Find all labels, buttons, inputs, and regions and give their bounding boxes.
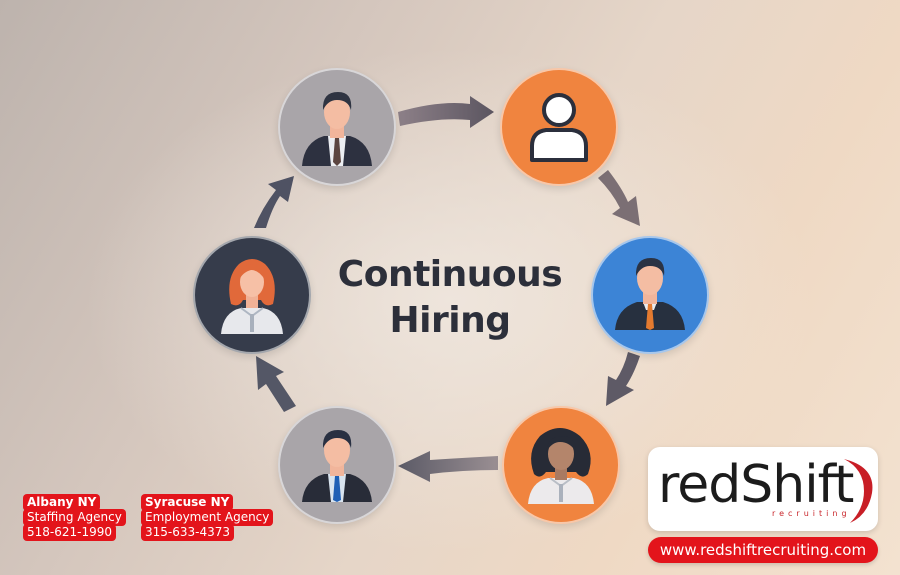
node-right [591, 236, 709, 354]
contact-syracuse: Syracuse NY Employment Agency 315-633-43… [142, 495, 273, 540]
title-line-2: Hiring [389, 300, 511, 341]
arrow-bottom-icon [398, 451, 498, 482]
contact-agency-type: Employment Agency [142, 510, 273, 525]
businessman-blue-tie-icon [302, 430, 372, 502]
brand-name: redShift [658, 455, 854, 515]
node-bottom-right [502, 406, 620, 524]
contact-albany: Albany NY Staffing Agency 518-621-1990 [24, 495, 125, 540]
businessman-orange-tie-icon [615, 258, 685, 330]
diagram-title: Continuous Hiring [300, 252, 600, 344]
contact-phone[interactable]: 315-633-4373 [142, 525, 234, 540]
arrow-upper-left-icon [254, 176, 294, 228]
node-bottom-left [278, 406, 396, 524]
website-link[interactable]: www.redshiftrecruiting.com [648, 537, 878, 563]
woman-red-hair-icon [221, 259, 283, 334]
title-line-1: Continuous [337, 254, 563, 295]
contact-agency-type: Staffing Agency [24, 510, 125, 525]
arrow-upper-right-icon [598, 170, 640, 226]
arrow-lower-left-icon [256, 356, 296, 412]
brand-logo[interactable]: redShift recruiting [648, 447, 878, 531]
person-outline-icon [530, 93, 588, 162]
arrow-lower-right-icon [606, 352, 640, 406]
node-top-right [500, 68, 618, 186]
node-top-left [278, 68, 396, 186]
woman-curly-hair-icon [528, 428, 594, 504]
node-left [193, 236, 311, 354]
brand-tagline: recruiting [772, 509, 851, 518]
red-arc-icon [844, 459, 873, 523]
arrow-top-icon [398, 96, 494, 128]
contact-phone[interactable]: 518-621-1990 [24, 525, 116, 540]
contact-city: Albany NY [24, 495, 100, 510]
businessman-brown-tie-icon [302, 92, 372, 166]
contact-city: Syracuse NY [142, 495, 233, 510]
